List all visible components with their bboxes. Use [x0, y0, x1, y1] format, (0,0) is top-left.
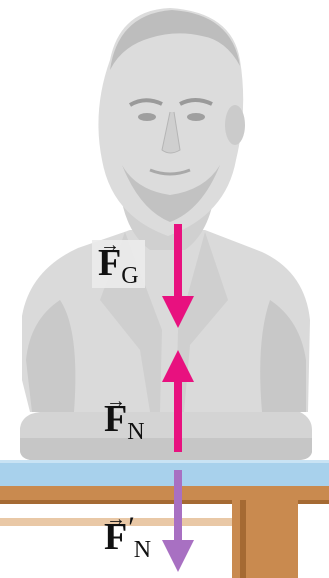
vector-arrow-icon: → — [106, 391, 126, 411]
gravity-force-subscript: G — [121, 263, 138, 289]
normal-force-subscript: N — [127, 419, 144, 445]
table-icon — [0, 482, 329, 578]
normal-force-label: →FN — [104, 400, 145, 438]
bust-of-lincoln-icon — [20, 8, 312, 460]
reaction-normal-force-subscript: N — [134, 537, 151, 563]
plate — [0, 460, 329, 486]
vector-arrow-icon: → — [106, 509, 126, 529]
reaction-normal-force-label: →F′N — [104, 518, 151, 556]
gravity-force-label: →FG — [92, 240, 145, 288]
vector-arrow-icon: → — [100, 235, 120, 255]
